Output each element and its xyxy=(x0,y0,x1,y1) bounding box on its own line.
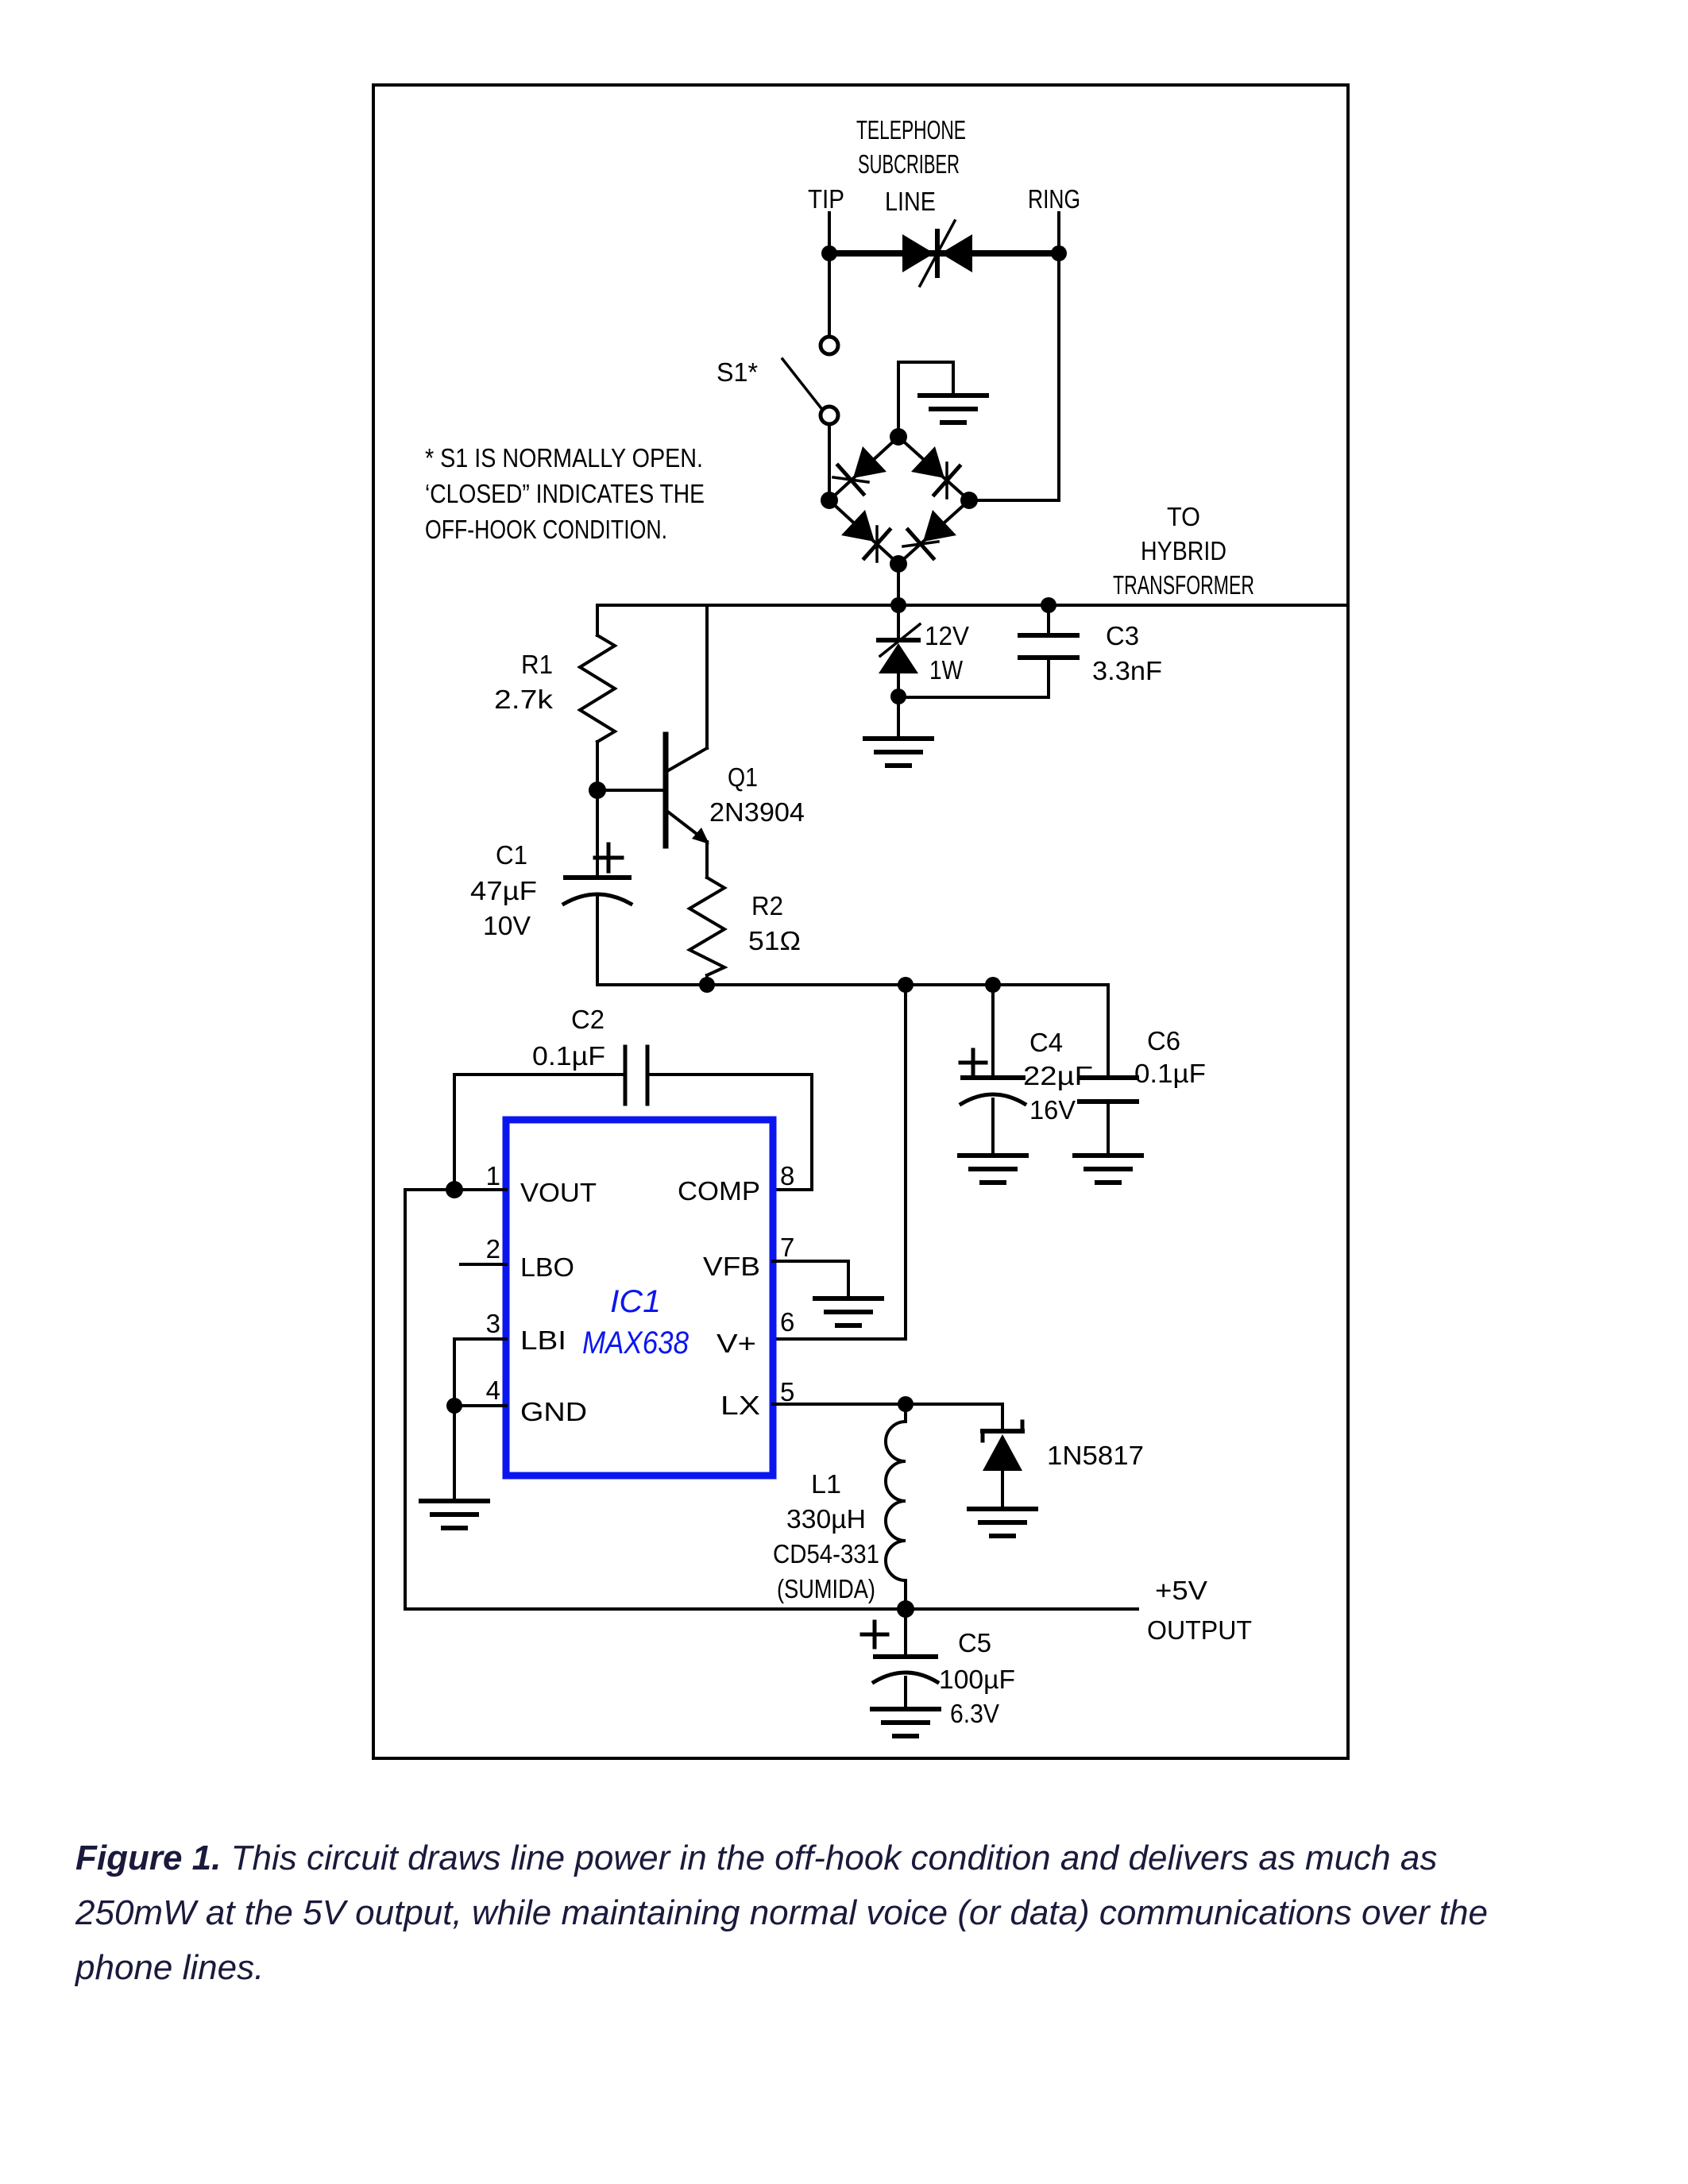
pin7-name: VFB xyxy=(703,1252,760,1281)
figure-caption-line1: This circuit draws line power in the off… xyxy=(221,1839,1438,1877)
c1-ref-label: C1 xyxy=(496,840,527,870)
pin5-number: 5 xyxy=(780,1377,794,1406)
inductor-l1-icon xyxy=(884,1403,908,1611)
resistor-r1-icon xyxy=(577,604,618,792)
c3-ref-label: C3 xyxy=(1106,621,1139,650)
c4-voltage-label: 16V xyxy=(1029,1095,1076,1125)
to-label: TO xyxy=(1167,502,1200,531)
bridge-connections xyxy=(897,361,1060,607)
r2-value-label: 51Ω xyxy=(748,926,801,955)
c2-value-label: 0.1µF xyxy=(532,1041,605,1071)
pin8-number: 8 xyxy=(780,1161,794,1190)
s1-label: S1* xyxy=(717,357,758,387)
ground-icon xyxy=(917,393,989,425)
zener-12v-icon xyxy=(863,604,934,768)
pin3-number: 3 xyxy=(486,1309,500,1338)
capacitor-c5-icon xyxy=(859,1607,941,1738)
c5-value-label: 100µF xyxy=(939,1665,1015,1694)
resistor-r2-icon xyxy=(686,875,728,986)
figure-caption-line2: 250mW at the 5V output, while maintainin… xyxy=(75,1893,1488,1932)
figure-caption-label: Figure 1. xyxy=(75,1839,222,1877)
pin3-name: LBI xyxy=(520,1325,566,1355)
vplus-rail-wires xyxy=(596,983,1110,1341)
r2-ref-label: R2 xyxy=(751,891,783,920)
lx-node-wires xyxy=(771,1403,1004,1433)
ic-max638-box xyxy=(502,1116,777,1480)
pin5-name: LX xyxy=(720,1391,760,1420)
title-line3: LINE xyxy=(885,187,936,216)
schematic-frame xyxy=(372,83,1350,1760)
vfb-ground-wires xyxy=(771,1260,884,1328)
q1-part-label: 2N3904 xyxy=(709,797,805,827)
capacitor-c1-icon xyxy=(561,789,634,986)
c6-value-label: 0.1µF xyxy=(1134,1059,1206,1088)
note-line3: OFF-HOOK CONDITION. xyxy=(425,515,667,544)
capacitor-c2-icon xyxy=(453,1044,813,1191)
l1-value-label: 330µH xyxy=(786,1504,866,1534)
pin1-name: VOUT xyxy=(520,1178,597,1207)
title-line2: SUBCRIBER xyxy=(858,149,960,179)
pin4-number: 4 xyxy=(486,1376,500,1405)
c2-ref-label: C2 xyxy=(571,1005,605,1034)
pin6-number: 6 xyxy=(780,1307,794,1337)
pin8-name: COMP xyxy=(678,1176,760,1206)
capacitor-c4-icon xyxy=(957,983,1029,1185)
figure-caption: Figure 1. This circuit draws line power … xyxy=(75,1831,1656,1995)
r1-value-label: 2.7k xyxy=(494,685,554,714)
l1-part-label: CD54-331 xyxy=(773,1539,879,1569)
pin7-number: 7 xyxy=(780,1233,794,1262)
pin1-number: 1 xyxy=(486,1161,500,1190)
switch-s1-icon xyxy=(780,334,840,502)
ring-label: RING xyxy=(1028,184,1080,214)
pin2-number: 2 xyxy=(486,1234,500,1264)
output-label: OUTPUT xyxy=(1147,1615,1252,1645)
capacitor-c3-icon xyxy=(897,604,1080,699)
note-line1: * S1 IS NORMALLY OPEN. xyxy=(425,443,703,473)
pin4-name: GND xyxy=(520,1397,587,1426)
capacitor-c6-icon xyxy=(1072,983,1144,1185)
r1-ref-label: R1 xyxy=(521,650,553,679)
pin2-name: LBO xyxy=(520,1252,574,1282)
d2-part-label: 1N5817 xyxy=(1047,1441,1144,1470)
tip-label: TIP xyxy=(808,184,844,214)
figure-caption-line3: phone lines. xyxy=(75,1948,265,1987)
schottky-1n5817-icon xyxy=(967,1419,1038,1538)
junction-dots xyxy=(446,245,1067,1618)
transistor-q1-icon xyxy=(596,604,709,879)
bridge-rectifier-icon xyxy=(821,428,978,573)
note-line2: ‘CLOSED” INDICATES THE xyxy=(425,479,705,508)
tvs-diode-pair-icon xyxy=(902,218,972,288)
zener-voltage-label: 12V xyxy=(925,621,969,650)
transformer-label: TRANSFORMER xyxy=(1113,570,1254,600)
output-voltage-label: +5V xyxy=(1155,1576,1207,1605)
q1-ref-label: Q1 xyxy=(728,762,758,792)
hybrid-label: HYBRID xyxy=(1141,536,1226,565)
l1-mfr-label: (SUMIDA) xyxy=(777,1574,875,1603)
c4-ref-label: C4 xyxy=(1029,1028,1063,1057)
title-line1: TELEPHONE xyxy=(856,115,966,145)
zener-power-label: 1W xyxy=(929,655,964,685)
c1-value-label: 47µF xyxy=(470,876,537,905)
c3-value-label: 3.3nF xyxy=(1092,656,1162,685)
c5-ref-label: C5 xyxy=(958,1628,991,1657)
pin6-name: V+ xyxy=(717,1329,756,1358)
c4-value-label: 22µF xyxy=(1023,1061,1093,1090)
l1-ref-label: L1 xyxy=(811,1469,841,1499)
ic-ref-label: IC1 xyxy=(610,1284,661,1319)
c1-voltage-label: 10V xyxy=(483,911,531,940)
ic-part-label: MAX638 xyxy=(582,1325,689,1360)
c5-voltage-label: 6.3V xyxy=(950,1699,999,1728)
c6-ref-label: C6 xyxy=(1147,1026,1180,1055)
